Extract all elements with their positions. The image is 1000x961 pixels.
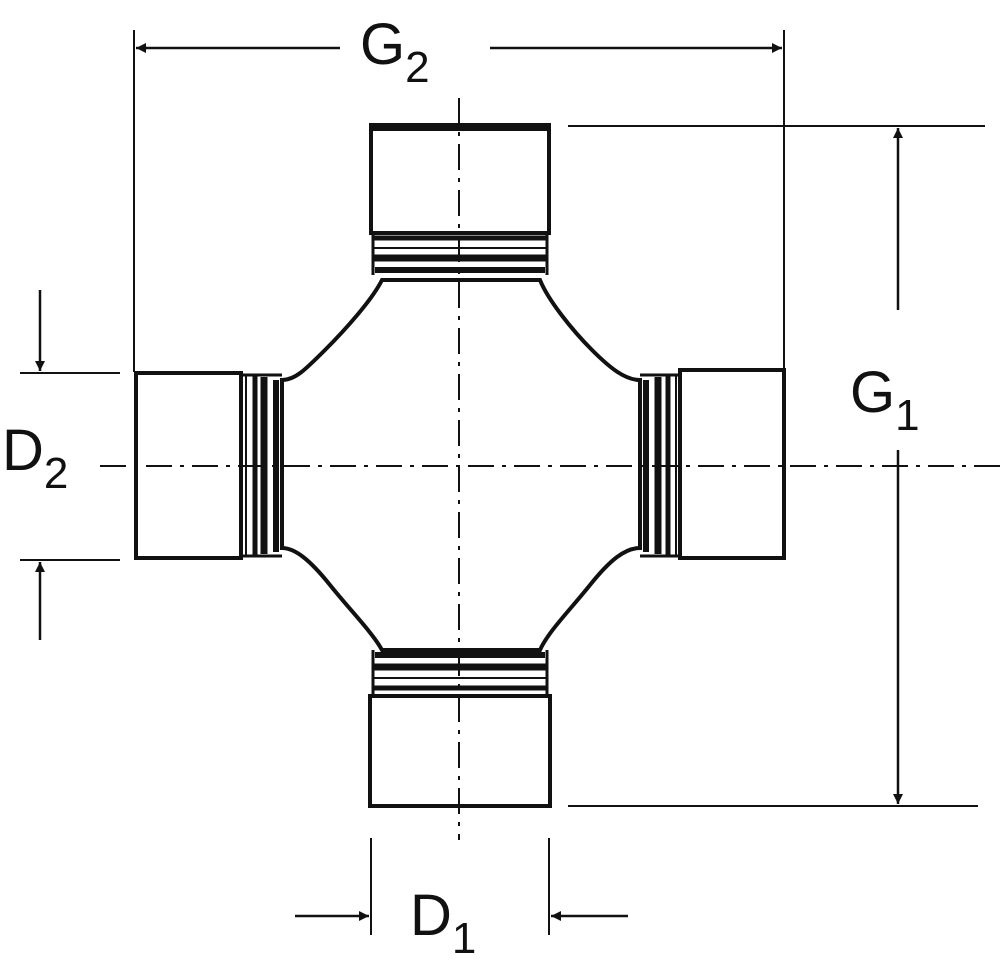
d1-label: D1: [410, 883, 476, 961]
center-lines: [100, 98, 1000, 840]
d2-label: D2: [2, 418, 68, 498]
g2-label: G2: [360, 12, 430, 92]
right-bearing-cap: [640, 368, 786, 560]
extension-lines: [20, 30, 985, 935]
left-bearing-cap: [134, 371, 282, 560]
top-bearing-cap: [369, 123, 551, 275]
cross-body-outline: [280, 278, 642, 652]
bottom-bearing-cap: [368, 650, 552, 808]
dimension-lines: [35, 43, 903, 921]
g1-label: G1: [850, 360, 920, 440]
